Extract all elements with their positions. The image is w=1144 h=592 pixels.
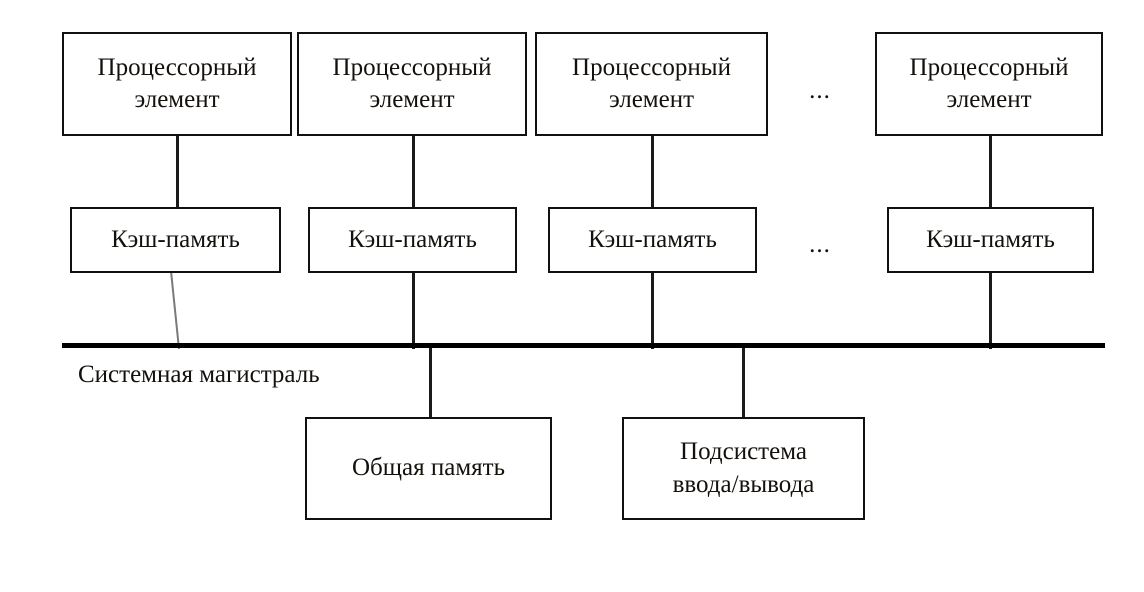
processor-element-box-3: Процессорный элемент [535, 32, 768, 136]
system-bus-line [62, 343, 1105, 348]
io-subsystem-box: Подсистема ввода/вывода [622, 417, 865, 520]
connector-cache2-to-bus [412, 271, 415, 349]
connector-cache1-to-bus [170, 271, 180, 349]
connector-cache4-to-bus [989, 271, 992, 349]
cache-memory-box-3: Кэш-память [548, 207, 757, 273]
processor-row-ellipsis: ... [809, 77, 831, 104]
processor-element-box-2: Процессорный элемент [297, 32, 527, 136]
cache-memory-box-2: Кэш-память [308, 207, 517, 273]
shared-memory-box: Общая память [305, 417, 552, 520]
system-bus-label: Системная магистраль [78, 361, 320, 388]
connector-bus-to-io-subsystem [742, 346, 745, 419]
processor-element-box-1: Процессорный элемент [62, 32, 292, 136]
connector-pe1-to-cache1 [176, 134, 179, 209]
cache-memory-box-1: Кэш-память [70, 207, 281, 273]
cache-row-ellipsis: ... [809, 231, 831, 258]
connector-bus-to-shared-memory [429, 346, 432, 419]
connector-pe3-to-cache3 [651, 134, 654, 209]
connector-pe4-to-cache4 [989, 134, 992, 209]
cache-memory-box-4: Кэш-память [887, 207, 1094, 273]
connector-pe2-to-cache2 [412, 134, 415, 209]
connector-cache3-to-bus [651, 271, 654, 349]
processor-element-box-4: Процессорный элемент [875, 32, 1103, 136]
